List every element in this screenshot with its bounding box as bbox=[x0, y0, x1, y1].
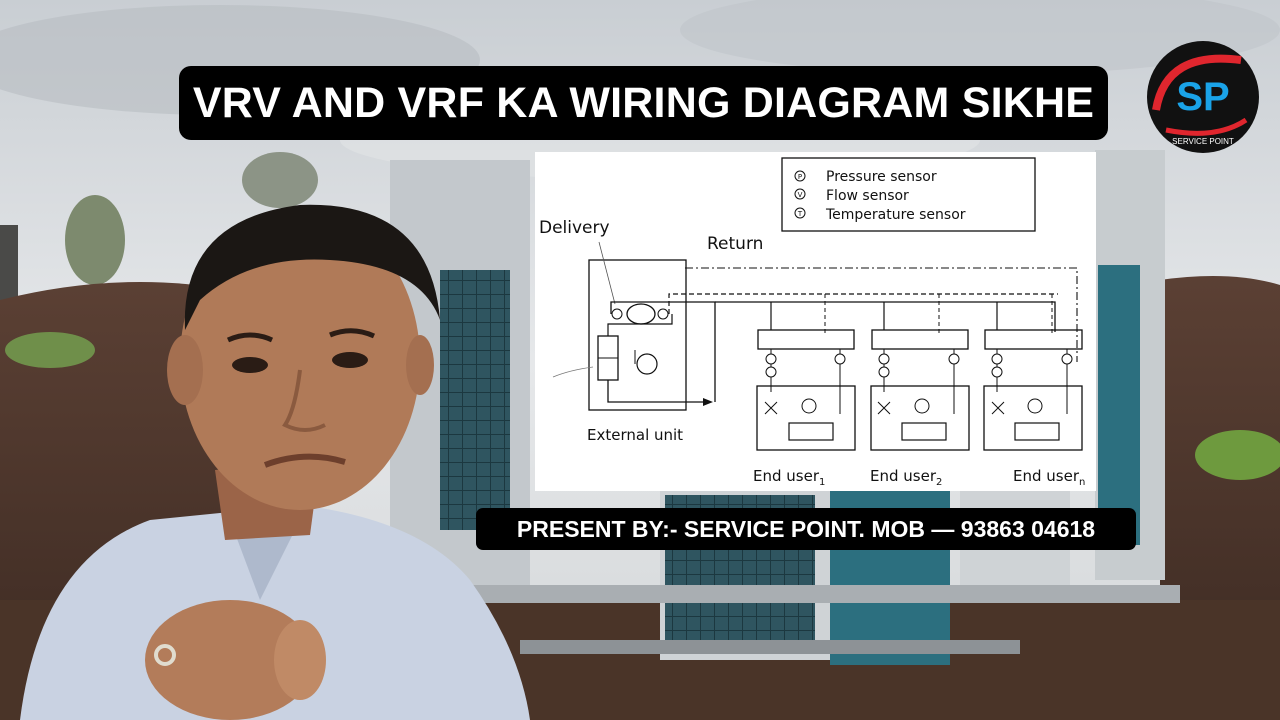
legend-item-pressure: P Pressure sensor bbox=[794, 169, 937, 185]
svg-text:Temperature sensor: Temperature sensor bbox=[825, 207, 966, 223]
svg-text:Pressure sensor: Pressure sensor bbox=[826, 169, 937, 185]
end-user-unit-1: End user1 bbox=[753, 294, 856, 488]
end-user-label-n: End usern bbox=[1013, 467, 1085, 488]
end-user-unit-n: End usern bbox=[983, 294, 1085, 488]
title-banner: VRV AND VRF KA WIRING DIAGRAM SIKHE bbox=[179, 66, 1108, 140]
label-return: Return bbox=[707, 234, 763, 254]
svg-text:Flow sensor: Flow sensor bbox=[826, 188, 909, 204]
svg-text:V: V bbox=[798, 191, 803, 199]
label-delivery: Delivery bbox=[539, 218, 610, 238]
legend-item-temperature: T Temperature sensor bbox=[794, 207, 966, 223]
label-external-unit: External unit bbox=[587, 426, 683, 444]
channel-logo: SP SERVICE POINT bbox=[1147, 41, 1259, 153]
svg-text:T: T bbox=[797, 210, 803, 218]
legend-item-flow: V Flow sensor bbox=[794, 188, 909, 204]
video-title: VRV AND VRF KA WIRING DIAGRAM SIKHE bbox=[192, 79, 1095, 127]
diagram-legend bbox=[781, 157, 1036, 232]
end-user-label-1: End user1 bbox=[753, 467, 825, 488]
logo-swoosh-icon bbox=[1152, 54, 1242, 111]
logo-initials: SP bbox=[1176, 75, 1229, 119]
end-user-label-2: End user2 bbox=[870, 467, 942, 488]
credit-banner: PRESENT BY:- SERVICE POINT. MOB — 93863 … bbox=[476, 508, 1136, 550]
end-user-unit-2: End user2 bbox=[870, 294, 970, 488]
wiring-diagram: P Pressure sensor V Flow sensor T Temper… bbox=[535, 152, 1096, 491]
presenter-credit: PRESENT BY:- SERVICE POINT. MOB — 93863 … bbox=[516, 516, 1096, 542]
external-unit bbox=[552, 241, 713, 411]
presenter-photo bbox=[20, 204, 530, 720]
svg-text:P: P bbox=[798, 173, 802, 181]
logo-caption: SERVICE POINT bbox=[1172, 137, 1234, 146]
